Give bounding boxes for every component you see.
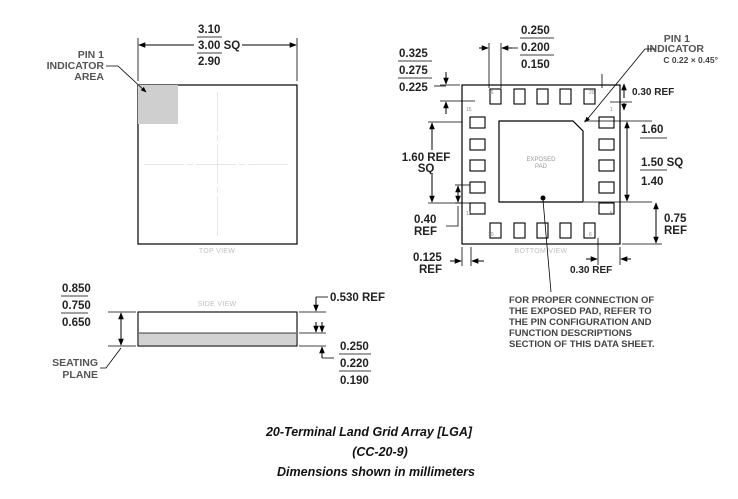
exposed-min: 1.40: [641, 176, 663, 188]
exposed-pad-center-dot: [540, 195, 546, 201]
center-ref-value: 1.60 REF: [402, 152, 451, 164]
pin-number-1: 1: [610, 107, 613, 113]
caption: 20-Terminal Land Grid Array [LGA] (CC-20…: [265, 425, 475, 479]
terminal-pad-right-3: [598, 159, 615, 172]
top-view: 3.10 3.00 SQ 2.90 PIN 1 INDICATOR AREA T…: [47, 24, 298, 255]
pin1-area-leader: [106, 65, 147, 93]
terminal-pad-bottom-5: [583, 222, 596, 239]
note-leader: [542, 199, 552, 293]
pin1-indicator-leader: [584, 48, 655, 123]
terminal-pad-left-5: [469, 202, 486, 215]
pad-len-nom: 0.275: [399, 65, 428, 77]
note-line-5: SECTION OF THIS DATA SHEET.: [509, 339, 655, 350]
seating-plane-label-2: PLANE: [62, 369, 98, 381]
terminal-pad-bottom-3: [536, 222, 549, 239]
side-view-label: SIDE VIEW: [198, 301, 237, 308]
corner-ref-text: REF: [664, 225, 687, 237]
terminal-pads: [469, 88, 615, 239]
exposed-max: 1.60: [641, 124, 663, 136]
ref-top-label: 0.30 REF: [632, 87, 674, 98]
side-height-min: 0.650: [62, 317, 91, 329]
pin-number-20: 20: [589, 90, 595, 96]
pin1-area-label-3: AREA: [74, 71, 104, 83]
pad-len-max: 0.325: [399, 48, 428, 60]
terminal-pad-left-3: [469, 159, 486, 172]
edge-ref-value: 0.125: [413, 252, 442, 264]
pin1-area-label-2: INDICATOR: [47, 60, 105, 72]
note-line-1: FOR PROPER CONNECTION OF: [509, 295, 654, 306]
terminal-pad-left-2: [469, 138, 486, 151]
caption-code: (CC-20-9): [352, 445, 408, 459]
terminal-pad-bottom-4: [559, 222, 572, 239]
bottom-view: EXPOSED PAD 16 20 15 11 10 6 5 1 BOTTOM …: [398, 25, 719, 350]
top-width-nom: 3.00 SQ: [198, 40, 240, 52]
pin-number-15: 15: [466, 107, 472, 113]
note-line-4: FUNCTION DESCRIPTIONS: [509, 328, 632, 339]
pin1-indicator-area: [138, 85, 178, 124]
pin-number-16: 16: [488, 90, 494, 96]
pin1-area-label-1: PIN 1: [78, 49, 104, 61]
pin1-indicator-label-2: INDICATOR: [647, 43, 705, 55]
pitch-ref-text: REF: [414, 226, 437, 238]
terminal-pad-bottom-2: [513, 222, 526, 239]
pad-thick-nom: 0.220: [340, 358, 369, 370]
terminal-pad-top-2: [513, 88, 526, 105]
seating-plane-leader: [100, 347, 122, 369]
seating-plane-label-1: SEATING: [52, 357, 98, 369]
terminal-pad-top-1: [489, 88, 502, 105]
terminal-pad-right-1: [598, 116, 615, 129]
center-ref-sq: SQ: [418, 163, 435, 175]
terminal-pad-right-4: [598, 181, 615, 194]
pad-thick-max: 0.250: [340, 341, 369, 353]
top-width-min: 2.90: [198, 56, 220, 68]
side-mid-ref: 0.530 REF: [330, 292, 385, 304]
pad-width-min: 0.150: [521, 59, 550, 71]
terminal-pad-left-4: [469, 181, 486, 194]
pin-number-6: 6: [589, 232, 592, 238]
pad-width-nom: 0.200: [521, 42, 550, 54]
terminal-pad-top-5: [583, 88, 596, 105]
pin1-chamfer-label: C 0.22 × 0.45°: [663, 55, 718, 65]
pad-len-min: 0.225: [399, 82, 428, 94]
corner-ref-value: 0.75: [664, 213, 687, 225]
pad-thick-min: 0.190: [340, 375, 369, 387]
pitch-leader: [446, 206, 459, 227]
pin-number-10: 10: [488, 232, 494, 238]
pad-width-max: 0.250: [521, 25, 550, 37]
terminal-pad-right-2: [598, 138, 615, 151]
pin1-indicator-label-1: PIN 1: [664, 33, 690, 45]
exposed-pad-label-1: EXPOSED: [526, 157, 556, 163]
terminal-pad-right-5: [598, 202, 615, 215]
terminal-pad-top-3: [536, 88, 549, 105]
exposed-pad: [498, 120, 584, 203]
side-view-pad-layer: [139, 333, 296, 345]
note-line-2: THE EXPOSED PAD, REFER TO: [509, 306, 652, 317]
edge-ref-text: REF: [419, 264, 442, 276]
ref-bottom-label: 0.30 REF: [570, 265, 612, 276]
terminal-pad-top-4: [559, 88, 572, 105]
side-view: SIDE VIEW 0.850 0.750 0.650 SEATING PLAN…: [52, 283, 385, 387]
pitch-value: 0.40: [414, 214, 436, 226]
caption-units: Dimensions shown in millimeters: [277, 465, 475, 479]
side-height-max: 0.850: [62, 283, 91, 295]
top-width-max: 3.10: [198, 24, 220, 36]
side-height-nom: 0.750: [62, 300, 91, 312]
bottom-view-label: BOTTOM VIEW: [515, 248, 568, 255]
top-view-label: TOP VIEW: [199, 248, 235, 255]
exposed-pad-label-2: PAD: [535, 164, 548, 170]
terminal-pad-bottom-1: [489, 222, 502, 239]
exposed-nom: 1.50 SQ: [641, 157, 683, 169]
pin-number-11: 11: [466, 211, 471, 217]
pin-number-5: 5: [610, 211, 613, 217]
terminal-pad-left-1: [469, 116, 486, 129]
note-line-3: THE PIN CONFIGURATION AND: [509, 317, 652, 328]
caption-title: 20-Terminal Land Grid Array [LGA]: [265, 425, 473, 439]
